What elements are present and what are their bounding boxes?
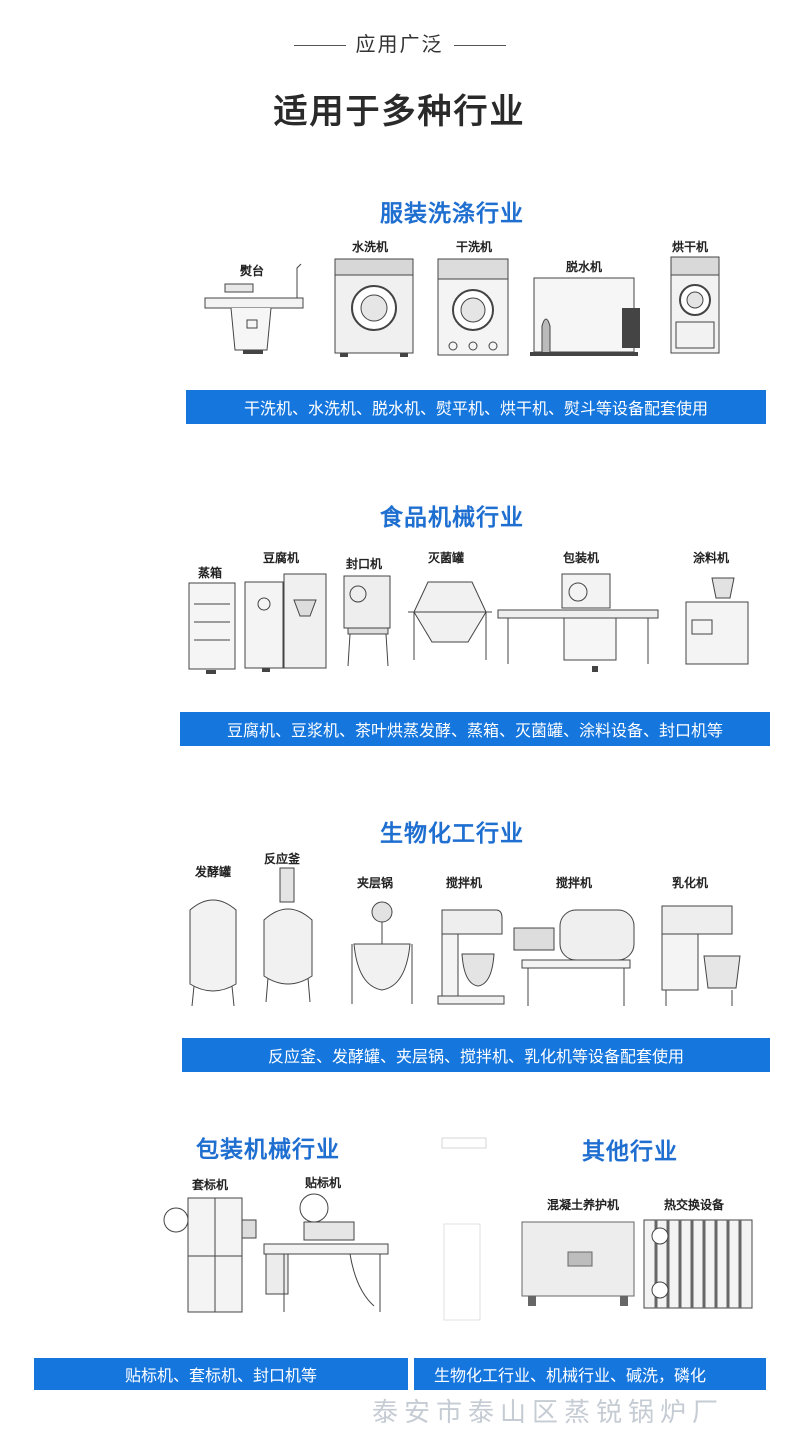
laundry-banner: 干洗机、水洗机、脱水机、熨平机、烘干机、熨斗等设备配套使用 — [186, 390, 766, 424]
steamer-illustration — [188, 582, 238, 677]
labeler-illustration — [263, 1190, 390, 1318]
machine-label-jacketed-kettle: 夹层锅 — [357, 876, 394, 890]
dry-cleaner-illustration — [437, 258, 509, 358]
sealer-illustration — [342, 574, 394, 674]
machine-label-coater: 涂料机 — [693, 551, 730, 565]
other-banner: 生物化工行业、机械行业、碱洗，磷化 — [414, 1358, 766, 1390]
machine-label-heat-exchanger: 热交换设备 — [664, 1198, 725, 1212]
other-section-title: 其他行业 — [582, 1139, 678, 1165]
machine-label-packer: 包装机 — [563, 551, 600, 565]
machine-label-fermenter: 发酵罐 — [195, 865, 232, 879]
sterilizer-illustration — [408, 572, 492, 662]
machine-label-steamer: 蒸箱 — [198, 566, 223, 580]
machine-label-ironing-table: 熨台 — [240, 264, 265, 278]
machine-label-washer: 水洗机 — [352, 240, 389, 254]
section-subtitle: 应用广泛 — [0, 28, 799, 57]
machine-label-emulsifier: 乳化机 — [672, 876, 709, 890]
mixer-1-illustration — [436, 904, 506, 1010]
fermenter-illustration — [186, 890, 240, 1010]
machine-label-mixer-1: 搅拌机 — [446, 876, 483, 890]
machine-label-concrete-curing: 混凝土养护机 — [547, 1198, 620, 1212]
machine-label-reactor: 反应釜 — [264, 852, 301, 866]
laundry-section-title: 服装洗涤行业 — [380, 201, 524, 227]
biochem-section-title: 生物化工行业 — [380, 821, 524, 847]
dryer-illustration — [670, 256, 720, 356]
machine-label-sealer: 封口机 — [346, 557, 383, 571]
machine-label-dry-cleaner: 干洗机 — [456, 240, 493, 254]
sleeve-labeler-illustration — [162, 1196, 262, 1320]
ironing-table-illustration — [204, 262, 305, 362]
machine-label-tofu: 豆腐机 — [263, 551, 300, 565]
tofu-machine-illustration — [244, 570, 328, 676]
concrete-curing-illustration — [520, 1220, 638, 1312]
page-title: 适用于多种行业 — [273, 92, 526, 132]
subtitle-text: 应用广泛 — [355, 32, 444, 56]
machine-label-sterilizer: 灭菌罐 — [428, 551, 465, 565]
jacketed-kettle-illustration — [346, 900, 418, 1008]
machine-label-extractor: 脱水机 — [566, 260, 603, 274]
food-section-title: 食品机械行业 — [380, 505, 524, 531]
biochem-banner: 反应釜、发酵罐、夹层锅、搅拌机、乳化机等设备配套使用 — [182, 1038, 770, 1072]
extractor-illustration — [530, 276, 642, 358]
machine-label-dryer: 烘干机 — [672, 240, 709, 254]
food-banner: 豆腐机、豆浆机、茶叶烘蒸发酵、蒸箱、灭菌罐、涂料设备、封口机等 — [180, 712, 770, 746]
packaging-section-title: 包装机械行业 — [196, 1137, 340, 1163]
packer-illustration — [497, 570, 660, 674]
emulsifier-illustration — [660, 904, 744, 1010]
watermark-text: 泰安市泰山区蒸锐锅炉厂 — [372, 1398, 725, 1428]
coater-illustration — [684, 572, 752, 670]
packaging-banner: 贴标机、套标机、封口机等 — [34, 1358, 408, 1390]
machine-label-mixer-2: 搅拌机 — [556, 876, 593, 890]
divider-right — [453, 45, 506, 46]
mixer-2-illustration — [512, 906, 636, 1010]
heat-exchanger-illustration — [642, 1218, 754, 1314]
divider-left — [293, 45, 346, 46]
machine-label-labeler: 贴标机 — [305, 1176, 342, 1190]
machine-label-sleeve-labeler: 套标机 — [192, 1178, 229, 1192]
faded-illustration — [438, 1134, 508, 1324]
reactor-illustration — [258, 867, 318, 1008]
washer-illustration — [334, 258, 414, 358]
